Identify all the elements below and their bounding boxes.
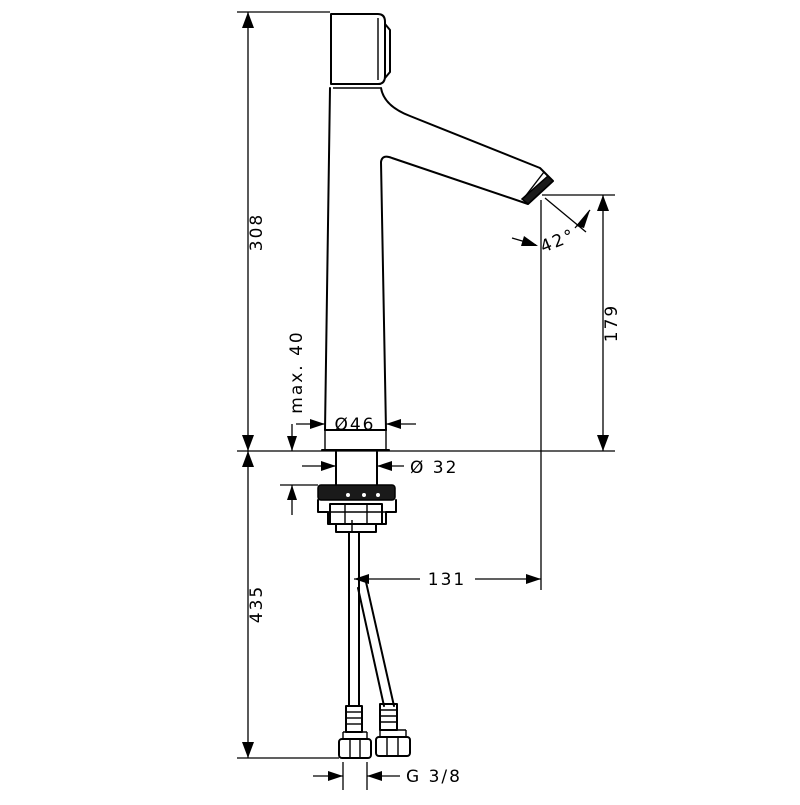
faucet-body [321,13,555,451]
label-131: 131 [428,570,466,590]
label-angle-42: 42° [538,225,579,257]
label-max-40: max. 40 [287,330,307,413]
dimension-308: 308 [237,11,615,452]
dimension-diameter-46: Ø46 [296,415,416,435]
dimension-max-40: max. 40 [280,330,318,515]
mounting-assembly [317,451,397,533]
label-308: 308 [247,213,267,251]
label-435: 435 [247,585,267,623]
label-g-3-8: G 3/8 [406,767,462,787]
dimension-131: 131 [354,200,542,590]
dimension-179: 179 [542,194,622,451]
dimension-diameter-32: Ø 32 [302,458,458,478]
label-diameter-32: Ø 32 [410,458,458,478]
label-diameter-46: Ø46 [334,415,375,435]
flex-hoses [338,531,411,759]
dimension-angle-42: 42° [511,197,591,257]
label-179: 179 [602,304,622,342]
dimension-g-3-8: G 3/8 [313,762,462,790]
dimension-435: 435 [237,451,339,759]
